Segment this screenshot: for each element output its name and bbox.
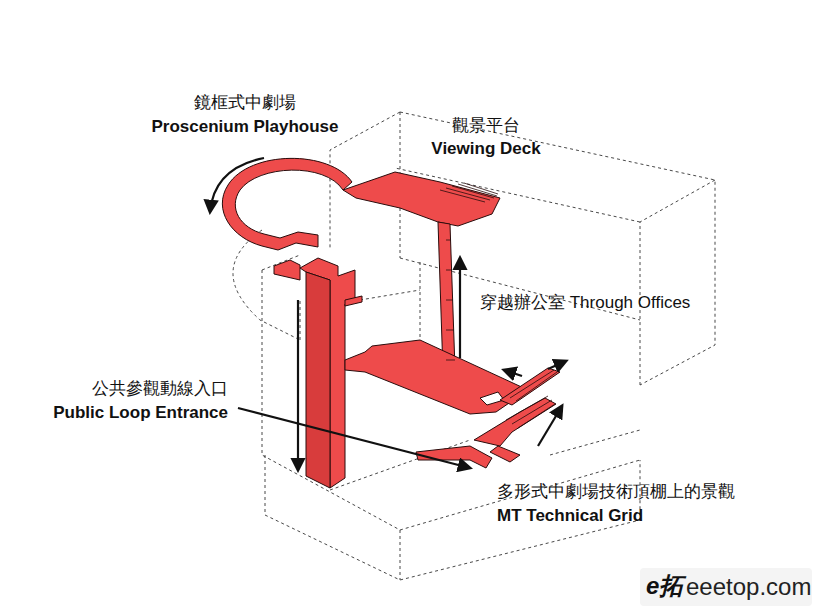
callout-zh: 公共參觀動線入口	[92, 379, 228, 399]
callout-en: Public Loop Entrance	[53, 403, 228, 423]
callout-label: 穿越辦公室 Through Offices	[480, 293, 690, 313]
callout-zh: 觀景平台	[452, 116, 520, 136]
watermark-logo	[640, 568, 812, 606]
circulation-path	[222, 158, 560, 488]
callout-zh: 多形式中劇場技術頂棚上的景觀	[497, 482, 735, 502]
watermark: eeetop.com	[686, 573, 811, 602]
title-en: Proscenium Playhouse	[151, 117, 338, 137]
callout-en: MT Technical Grid	[497, 506, 643, 526]
title-zh: 鏡框式中劇場	[194, 93, 296, 113]
wireframe	[233, 112, 715, 580]
callout-en: Viewing Deck	[431, 139, 540, 159]
flow-arrows	[210, 158, 566, 470]
watermark-logo-text: e拓	[646, 572, 683, 601]
